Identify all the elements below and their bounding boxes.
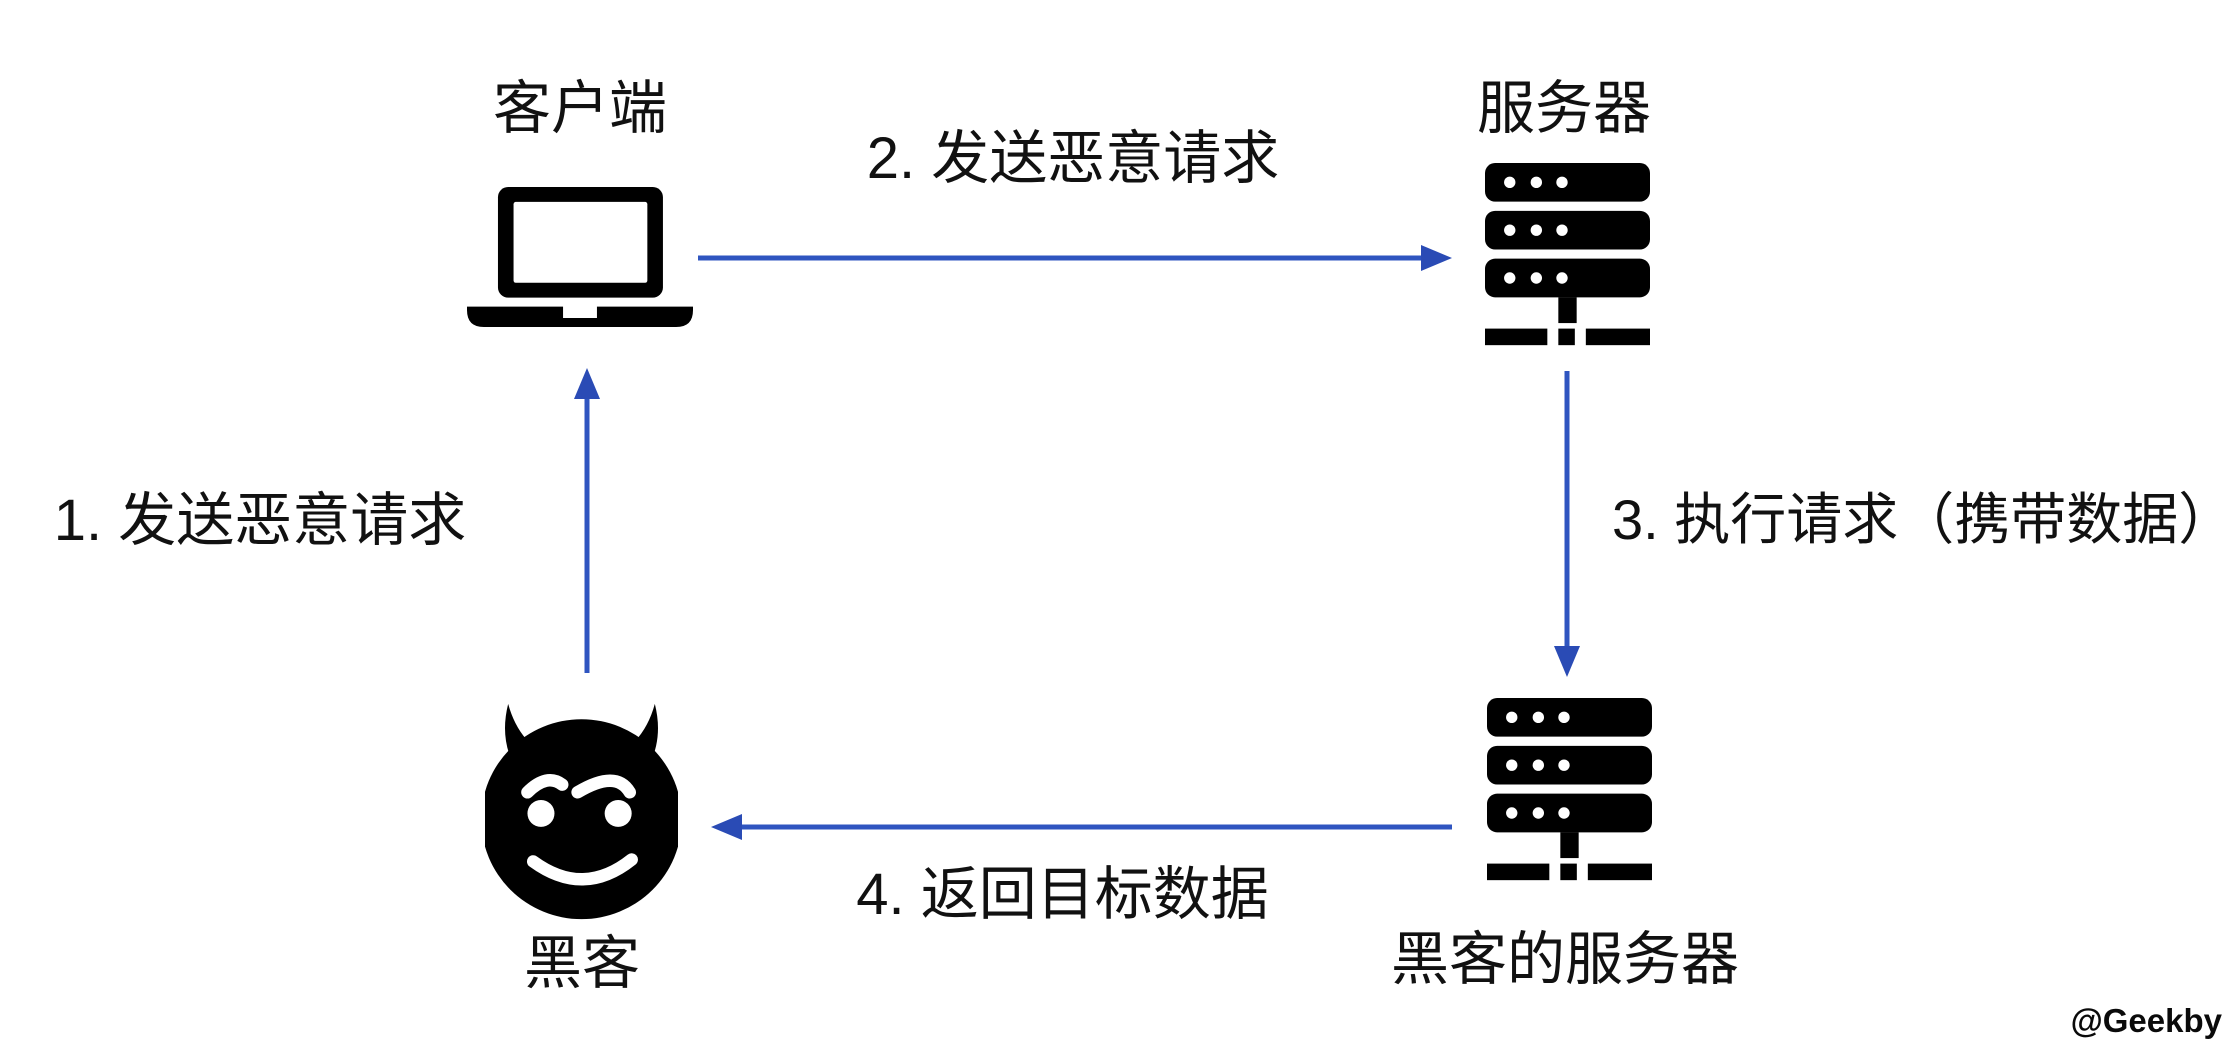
server-node-label: 服务器 bbox=[1476, 76, 1651, 141]
hacker-node-label: 黑客 bbox=[523, 931, 640, 996]
client-node-label: 客户端 bbox=[492, 76, 667, 141]
edge-3-label: 3. 执行请求（携带数据） bbox=[1612, 488, 2235, 551]
server-icon bbox=[1487, 698, 1652, 881]
server-icon bbox=[1485, 163, 1650, 346]
arrow-3-server-to-hacker-server bbox=[1554, 371, 1580, 677]
arrow-4-hacker-server-to-hacker bbox=[711, 814, 1452, 840]
devil-face-icon bbox=[485, 703, 678, 920]
arrow-1-hacker-to-client bbox=[574, 368, 600, 673]
edge-4-label: 4. 返回目标数据 bbox=[856, 862, 1269, 927]
laptop-icon bbox=[467, 187, 693, 327]
edge-1-label: 1. 发送恶意请求 bbox=[53, 488, 467, 553]
hacker-server-node-label: 黑客的服务器 bbox=[1390, 927, 1739, 992]
edge-2-label: 2. 发送恶意请求 bbox=[866, 126, 1280, 191]
watermark: @Geekby bbox=[2070, 1002, 2222, 1039]
arrow-2-client-to-server bbox=[698, 245, 1452, 271]
